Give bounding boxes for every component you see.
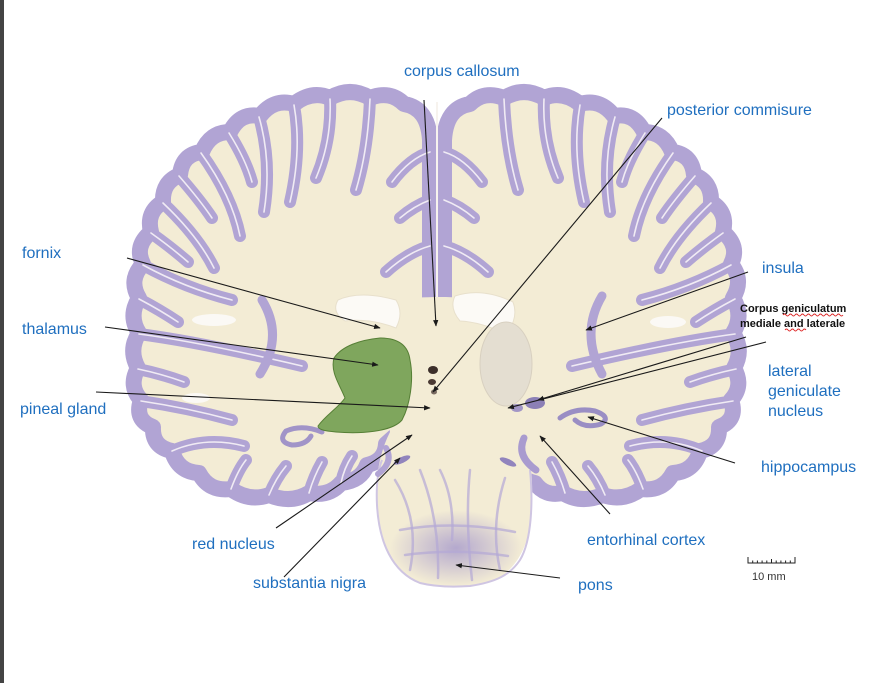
left-border bbox=[0, 0, 4, 683]
pulvinar bbox=[479, 321, 533, 407]
leader-line-red-nucleus bbox=[275, 434, 413, 529]
leader-line-insula bbox=[585, 271, 749, 331]
brain-section-image bbox=[125, 84, 747, 588]
label-insula: insula bbox=[762, 260, 804, 277]
left-white-gap bbox=[192, 314, 236, 326]
leader-lines bbox=[95, 99, 767, 579]
left-hippocampus bbox=[280, 425, 325, 448]
label-pineal-gland: pineal gland bbox=[20, 401, 106, 418]
label-lateral-geniculate-line1: lateral bbox=[768, 363, 812, 380]
leader-line-fornix bbox=[126, 257, 381, 329]
scale-bar: 10 mm bbox=[747, 557, 796, 583]
right-entorhinal-strip bbox=[518, 434, 540, 474]
left-entorhinal-strip bbox=[375, 445, 392, 477]
spellcheck-underline-geniculatum bbox=[782, 313, 844, 317]
labels: corpus callosum posterior commisure forn… bbox=[20, 63, 856, 594]
label-corpus-geniculatum-line2: mediale and laterale bbox=[740, 318, 845, 330]
left-white-gap-lower bbox=[182, 393, 210, 403]
scale-bar-ruler bbox=[747, 557, 796, 564]
label-hippocampus: hippocampus bbox=[761, 459, 856, 476]
right-insular-cortex bbox=[586, 291, 607, 379]
label-substantia-nigra: substantia nigra bbox=[253, 575, 366, 592]
label-lateral-geniculate-line2: geniculate bbox=[768, 383, 841, 400]
left-insular-cortex bbox=[255, 295, 277, 379]
label-lateral-geniculate-line3: nucleus bbox=[768, 403, 823, 420]
label-pons: pons bbox=[578, 577, 613, 594]
leader-line-posterior-commisure bbox=[432, 117, 663, 393]
leader-line-lateral-geniculate-nucleus bbox=[507, 341, 767, 410]
brainstem-outline bbox=[375, 459, 533, 588]
right-substantia-nigra bbox=[499, 457, 517, 467]
leader-line-pons bbox=[455, 563, 561, 579]
label-thalamus: thalamus bbox=[22, 321, 87, 338]
label-red-nucleus: red nucleus bbox=[192, 536, 275, 553]
pons-fibres bbox=[393, 468, 517, 582]
leader-line-pineal-gland bbox=[95, 391, 431, 411]
right-white-gap bbox=[650, 316, 686, 328]
right-hippocampus bbox=[557, 407, 608, 429]
leader-line-corpus-geniculatum bbox=[537, 336, 747, 401]
leader-line-thalamus bbox=[104, 326, 379, 367]
leader-line-substantia-nigra bbox=[283, 457, 401, 578]
thalamus-highlight bbox=[317, 337, 413, 434]
spellcheck-underline-and bbox=[784, 328, 807, 332]
scale-bar-label: 10 mm bbox=[752, 571, 786, 583]
label-posterior-commisure: posterior commisure bbox=[667, 102, 812, 119]
leader-line-entorhinal-cortex bbox=[539, 435, 611, 515]
leader-line-corpus-callosum bbox=[423, 99, 439, 327]
leader-line-hippocampus bbox=[587, 416, 736, 464]
label-corpus-geniculatum-line1: Corpus geniculatum bbox=[740, 303, 847, 315]
label-fornix: fornix bbox=[22, 245, 61, 262]
label-corpus-callosum: corpus callosum bbox=[404, 63, 520, 80]
label-entorhinal-cortex: entorhinal cortex bbox=[587, 532, 705, 549]
